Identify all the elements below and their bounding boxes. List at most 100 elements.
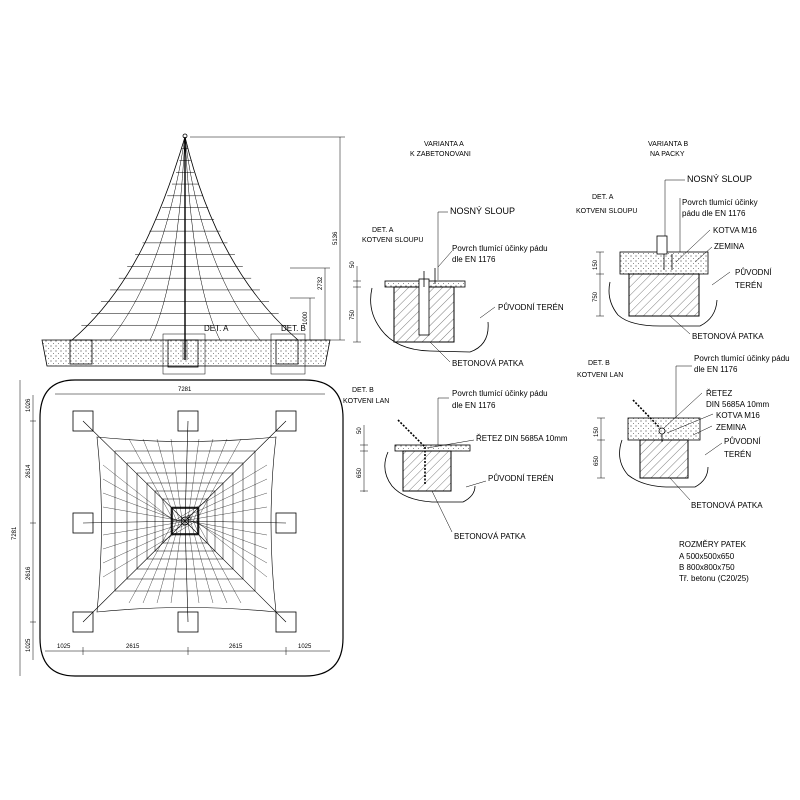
net-strand: [102, 464, 174, 522]
vb-det-a-terrain-2: TERÉN: [735, 281, 762, 290]
net-radial-rope: [82, 520, 186, 524]
elevation-view: DET. A DET. B 5136 2732 1000: [41, 133, 345, 375]
net-radial-rope: [184, 420, 189, 522]
net-ring: [162, 498, 208, 544]
vb-det-a-label-2: KOTVENI SLOUPU: [576, 208, 637, 215]
vb-det-b-surface-2: dle EN 1176: [694, 365, 738, 374]
plan-view: 8 7281 1026 2614 2616 1025 7281 1025 261…: [12, 379, 344, 677]
rope-rings: [81, 148, 289, 326]
va-det-a-terrain: PŮVODNÍ TERÉN: [498, 303, 564, 312]
net-strand: [102, 492, 180, 522]
vb-det-b-surface-1: Povrch tlumící účinky pádu: [694, 354, 790, 363]
va-det-b-surface-2: dle EN 1176: [452, 401, 496, 410]
vb-det-b-soil: ZEMINA: [716, 423, 747, 432]
variant-b: VARIANTA B NA PACKY DET. A KOTVENI SLOUP…: [576, 141, 790, 510]
notes-line-a: A 500x500x650: [679, 552, 735, 561]
vb-det-b-chain-2: DIN 5685A 10mm: [706, 400, 769, 409]
plan-dim-bottom-2: 2615: [126, 644, 140, 650]
va-det-a-surface-1: Povrch tlumící účinky pádu: [452, 244, 548, 253]
vb-det-b-footing: BETONOVÁ PATKA: [691, 501, 763, 510]
net-strand: [190, 520, 268, 550]
plan-dim-bottom-1: 1025: [57, 644, 71, 650]
vb-det-b-terrain-1: PŮVODNÍ: [724, 437, 761, 446]
va-det-b-dim-bottom: 650: [357, 467, 363, 478]
va-det-b-terrain: PŮVODNÍ TERÉN: [488, 474, 554, 483]
variant-a-title-2: K ZABETONOVANI: [410, 151, 471, 158]
net-strand: [196, 520, 242, 604]
va-det-b-label-2: KOTVENI LAN: [343, 398, 389, 405]
vb-det-a-terrain-1: PŮVODNÍ: [735, 268, 772, 277]
net-strand: [179, 492, 268, 522]
vb-det-a-label-1: DET. A: [592, 194, 614, 201]
va-det-a-footing: BETONOVÁ PATKA: [452, 359, 524, 368]
net-strand: [102, 520, 197, 578]
pyramid-left-edge: [71, 136, 186, 341]
plan-dim-bottom-3: 2615: [229, 644, 243, 650]
va-det-a-surface-2: dle EN 1176: [452, 255, 496, 264]
va-det-b-label-1: DET. B: [352, 387, 374, 394]
net-ring: [126, 462, 244, 580]
elevation-dim-low: 1000: [303, 311, 309, 325]
footing-right: [275, 339, 299, 365]
net-radial-rope: [82, 520, 186, 623]
net-radial-rope: [184, 420, 287, 522]
elevation-dim-total: 5136: [333, 231, 339, 245]
plan-dim-left-bottom: 1025: [26, 638, 32, 652]
net-strand: [128, 520, 174, 604]
notes-title: ROZMĚRY PATEK: [679, 540, 747, 549]
net-strand: [102, 506, 183, 522]
plan-dim-width: 7281: [178, 387, 192, 393]
net-strand: [193, 520, 268, 564]
vb-det-a-dim-bottom: 750: [593, 291, 599, 302]
net-strand: [182, 506, 268, 522]
plan-dim-left-top: 1026: [26, 398, 32, 412]
net-strand: [102, 520, 191, 550]
plan-center-mark: 8: [187, 515, 191, 522]
variant-a: VARIANTA A K ZABETONOVANI DET. A KOTVENI…: [343, 141, 568, 541]
plan-dim-bottom-4: 1025: [298, 644, 312, 650]
pyramid-right-edge: [184, 136, 299, 341]
elevation-det-b: DET. B: [281, 324, 306, 333]
net-strand: [196, 520, 268, 578]
footing-notes: ROZMĚRY PATEK A 500x500x650 B 800x800x75…: [679, 540, 749, 583]
vb-det-a-soil: ZEMINA: [714, 242, 745, 251]
ground-strip: [41, 339, 331, 367]
net-strand: [193, 520, 228, 604]
net-ring: [114, 450, 256, 592]
va-det-a-label-2: KOTVENI SLOUPU: [362, 237, 423, 244]
va-det-a-label-1: DET. A: [372, 227, 394, 234]
variant-b-title-1: VARIANTA B: [648, 141, 689, 148]
vb-det-b-dim-bottom: 650: [594, 455, 600, 466]
va-det-b-dim-top: 50: [357, 427, 363, 434]
net-radial-rope: [184, 520, 189, 623]
vb-det-a-anchor: KOTVA M16: [713, 226, 757, 235]
net-radial-rope: [184, 520, 287, 524]
net-radial-rope: [184, 520, 287, 623]
variant-b-title-2: NA PACKY: [650, 151, 685, 158]
plan-dim-left-1: 2614: [26, 464, 32, 478]
detail-frame-a: [162, 333, 206, 375]
vb-det-b-terrain-2: TERÉN: [724, 450, 751, 459]
vb-det-b-label-1: DET. B: [588, 360, 610, 367]
net-strand: [142, 438, 177, 522]
vb-det-a-surface-1: Povrch tlumící účinky: [682, 198, 758, 207]
va-det-a-post: NOSNÝ SLOUP: [450, 206, 515, 216]
net-strand: [142, 520, 177, 604]
plan-outline: [39, 379, 344, 677]
net-ring: [154, 490, 216, 552]
va-det-b-surface-1: Povrch tlumící účinky pádu: [452, 389, 548, 398]
footing-left: [69, 339, 93, 365]
elevation-dim-mid: 2732: [318, 276, 324, 290]
net-strand: [102, 520, 194, 564]
vb-det-b-chain-1: ŘETEZ: [706, 389, 732, 398]
va-det-a-dim-bottom: 750: [350, 309, 356, 320]
net-strand: [128, 438, 174, 522]
net-strand: [102, 478, 177, 522]
plan-dim-left-2: 2616: [26, 566, 32, 580]
net-strand: [193, 438, 228, 522]
vb-det-a-dim-top: 150: [593, 259, 599, 270]
vb-det-a-surface-2: pádu dle EN 1176: [682, 209, 746, 218]
net-strand: [173, 464, 268, 522]
vb-det-b-anchor: KOTVA M16: [716, 411, 760, 420]
